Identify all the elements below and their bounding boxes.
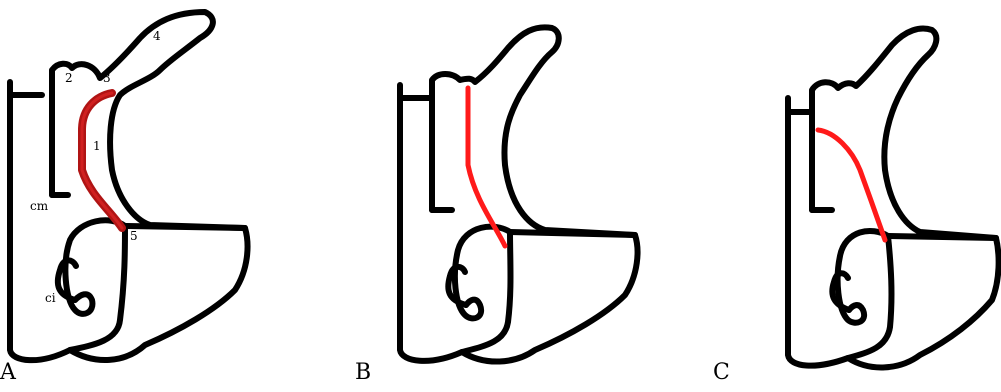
label-cm: cm (30, 199, 49, 213)
label-5: 5 (130, 229, 138, 243)
outline-c (788, 29, 999, 368)
panel-label-b: B (355, 360, 371, 385)
panel-label-c: C (713, 360, 730, 385)
label-ci: ci (45, 291, 56, 305)
panel-b-diagram (380, 0, 680, 392)
panel-c-diagram (760, 0, 1001, 392)
label-1: 1 (93, 139, 101, 153)
outline-a (10, 12, 248, 360)
label-2: 2 (65, 71, 73, 85)
label-3: 3 (103, 71, 111, 85)
panel-a-diagram: 1 2 3 4 5 cm ci (0, 0, 300, 392)
pathway-c (818, 130, 885, 240)
pathway-b (468, 88, 505, 246)
pathway-a (82, 93, 122, 228)
outline-b (400, 27, 638, 361)
panel-label-a: A (0, 360, 16, 385)
label-4: 4 (153, 29, 161, 43)
